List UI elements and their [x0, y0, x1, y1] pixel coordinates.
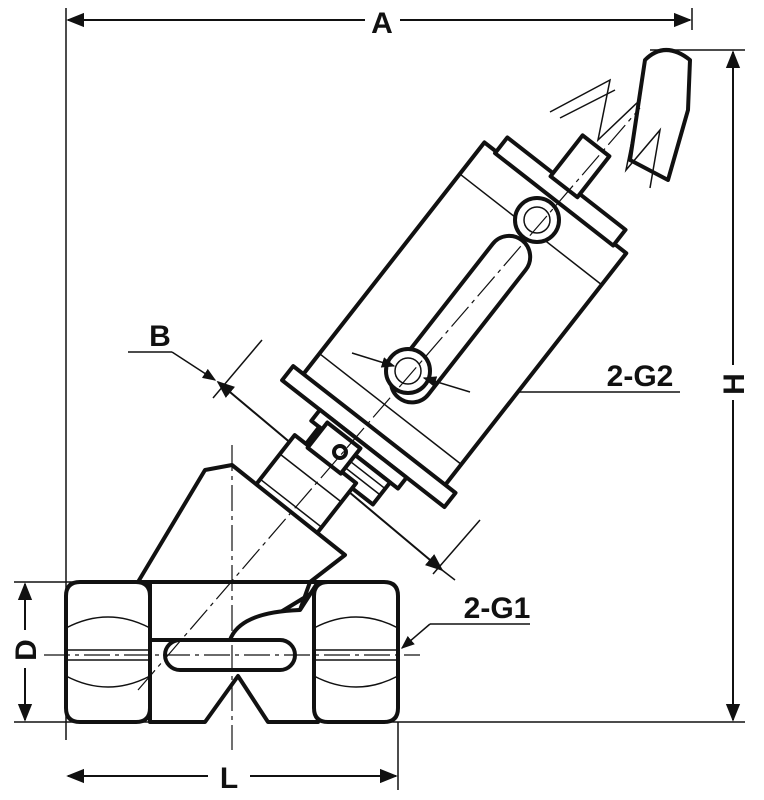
air-port-lower — [384, 347, 432, 395]
stem-pin — [332, 444, 348, 460]
left-hex-fitting — [64, 580, 152, 724]
indicator-cap — [549, 48, 692, 189]
air-port-upper — [513, 196, 561, 244]
dimension-b-label: B — [149, 320, 171, 353]
dimension-h: H — [718, 50, 751, 722]
center-lines — [44, 107, 641, 750]
g2-leaders — [351, 352, 471, 393]
g1-leader — [400, 623, 431, 649]
dimension-l-label: L — [220, 762, 238, 795]
dimension-d: D — [10, 582, 43, 722]
dimension-d-label: D — [10, 639, 43, 661]
right-hex-fitting — [312, 580, 400, 724]
dimension-h-label: H — [718, 373, 751, 395]
dimension-l: L — [66, 762, 398, 795]
dimension-a-label: A — [371, 7, 393, 40]
valve-body — [136, 463, 347, 724]
port-g1-label: 2-G1 — [464, 592, 531, 625]
port-g2-label: 2-G2 — [607, 360, 674, 393]
dimension-a: A — [66, 7, 692, 40]
